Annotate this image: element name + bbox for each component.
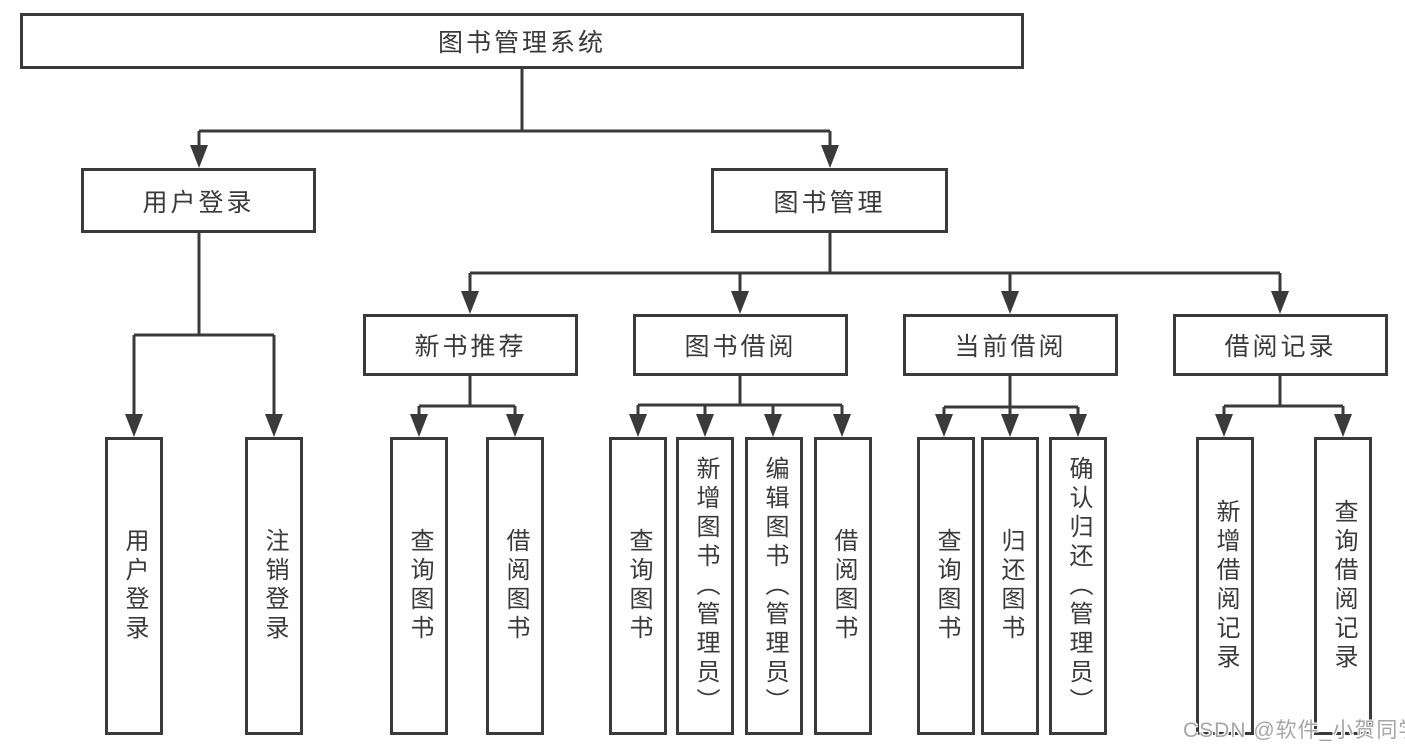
leaf-current-confirm-return-admin-label: 确认归还（管理员） bbox=[1065, 455, 1092, 717]
leaf-borrowing-add-books-admin: 新增图书（管理员） bbox=[676, 437, 734, 735]
node-borrow-records-label: 借阅记录 bbox=[1224, 333, 1337, 361]
node-current-borrowing-label: 当前借阅 bbox=[954, 333, 1067, 361]
node-borrow-records: 借阅记录 bbox=[1173, 314, 1388, 376]
leaf-logout: 注销登录 bbox=[245, 437, 303, 735]
leaf-user-login: 用户登录 bbox=[105, 437, 163, 735]
node-current-borrowing: 当前借阅 bbox=[903, 314, 1118, 376]
leaf-records-query-record-label: 查询借阅记录 bbox=[1330, 499, 1357, 673]
leaf-borrowing-borrow-books-label: 借阅图书 bbox=[830, 528, 857, 644]
leaf-borrowing-query-books-label: 查询图书 bbox=[625, 528, 652, 644]
leaf-logout-label: 注销登录 bbox=[261, 528, 288, 644]
leaf-borrowing-add-books-admin-label: 新增图书（管理员） bbox=[692, 455, 719, 717]
node-root-label: 图书管理系统 bbox=[437, 29, 606, 57]
leaf-records-add-record-label: 新增借阅记录 bbox=[1212, 499, 1239, 673]
node-new-book-recommend: 新书推荐 bbox=[363, 314, 578, 376]
csdn-watermark: CSDN @软件_小贺同学 bbox=[1183, 719, 1405, 742]
node-book-management-label: 图书管理 bbox=[773, 188, 886, 217]
leaf-borrowing-query-books: 查询图书 bbox=[609, 437, 667, 735]
node-book-borrowing-label: 图书借阅 bbox=[684, 333, 797, 361]
leaf-newrec-query-books-label: 查询图书 bbox=[406, 528, 433, 644]
leaf-newrec-borrow-books: 借阅图书 bbox=[486, 437, 544, 735]
leaf-records-query-record: 查询借阅记录 bbox=[1314, 437, 1372, 735]
node-root: 图书管理系统 bbox=[20, 13, 1024, 69]
node-user-login-branch-label: 用户登录 bbox=[142, 188, 255, 217]
leaf-borrowing-edit-books-admin: 编辑图书（管理员） bbox=[745, 437, 803, 735]
arrowhead-icons bbox=[125, 145, 1352, 437]
leaf-records-add-record: 新增借阅记录 bbox=[1196, 437, 1254, 735]
leaf-newrec-borrow-books-label: 借阅图书 bbox=[502, 528, 529, 644]
leaf-borrowing-edit-books-admin-label: 编辑图书（管理员） bbox=[761, 455, 788, 717]
leaf-current-query-books: 查询图书 bbox=[917, 437, 975, 735]
leaf-borrowing-borrow-books: 借阅图书 bbox=[814, 437, 872, 735]
node-book-borrowing: 图书借阅 bbox=[633, 314, 848, 376]
leaf-user-login-label: 用户登录 bbox=[121, 528, 148, 644]
leaf-current-return-books: 归还图书 bbox=[981, 437, 1039, 735]
leaf-current-return-books-label: 归还图书 bbox=[997, 528, 1024, 644]
leaf-current-confirm-return-admin: 确认归还（管理员） bbox=[1049, 437, 1107, 735]
leaf-current-query-books-label: 查询图书 bbox=[933, 528, 960, 644]
node-new-book-recommend-label: 新书推荐 bbox=[414, 333, 527, 361]
leaf-newrec-query-books: 查询图书 bbox=[390, 437, 448, 735]
node-user-login-branch: 用户登录 bbox=[81, 168, 316, 233]
node-book-management: 图书管理 bbox=[711, 168, 948, 233]
